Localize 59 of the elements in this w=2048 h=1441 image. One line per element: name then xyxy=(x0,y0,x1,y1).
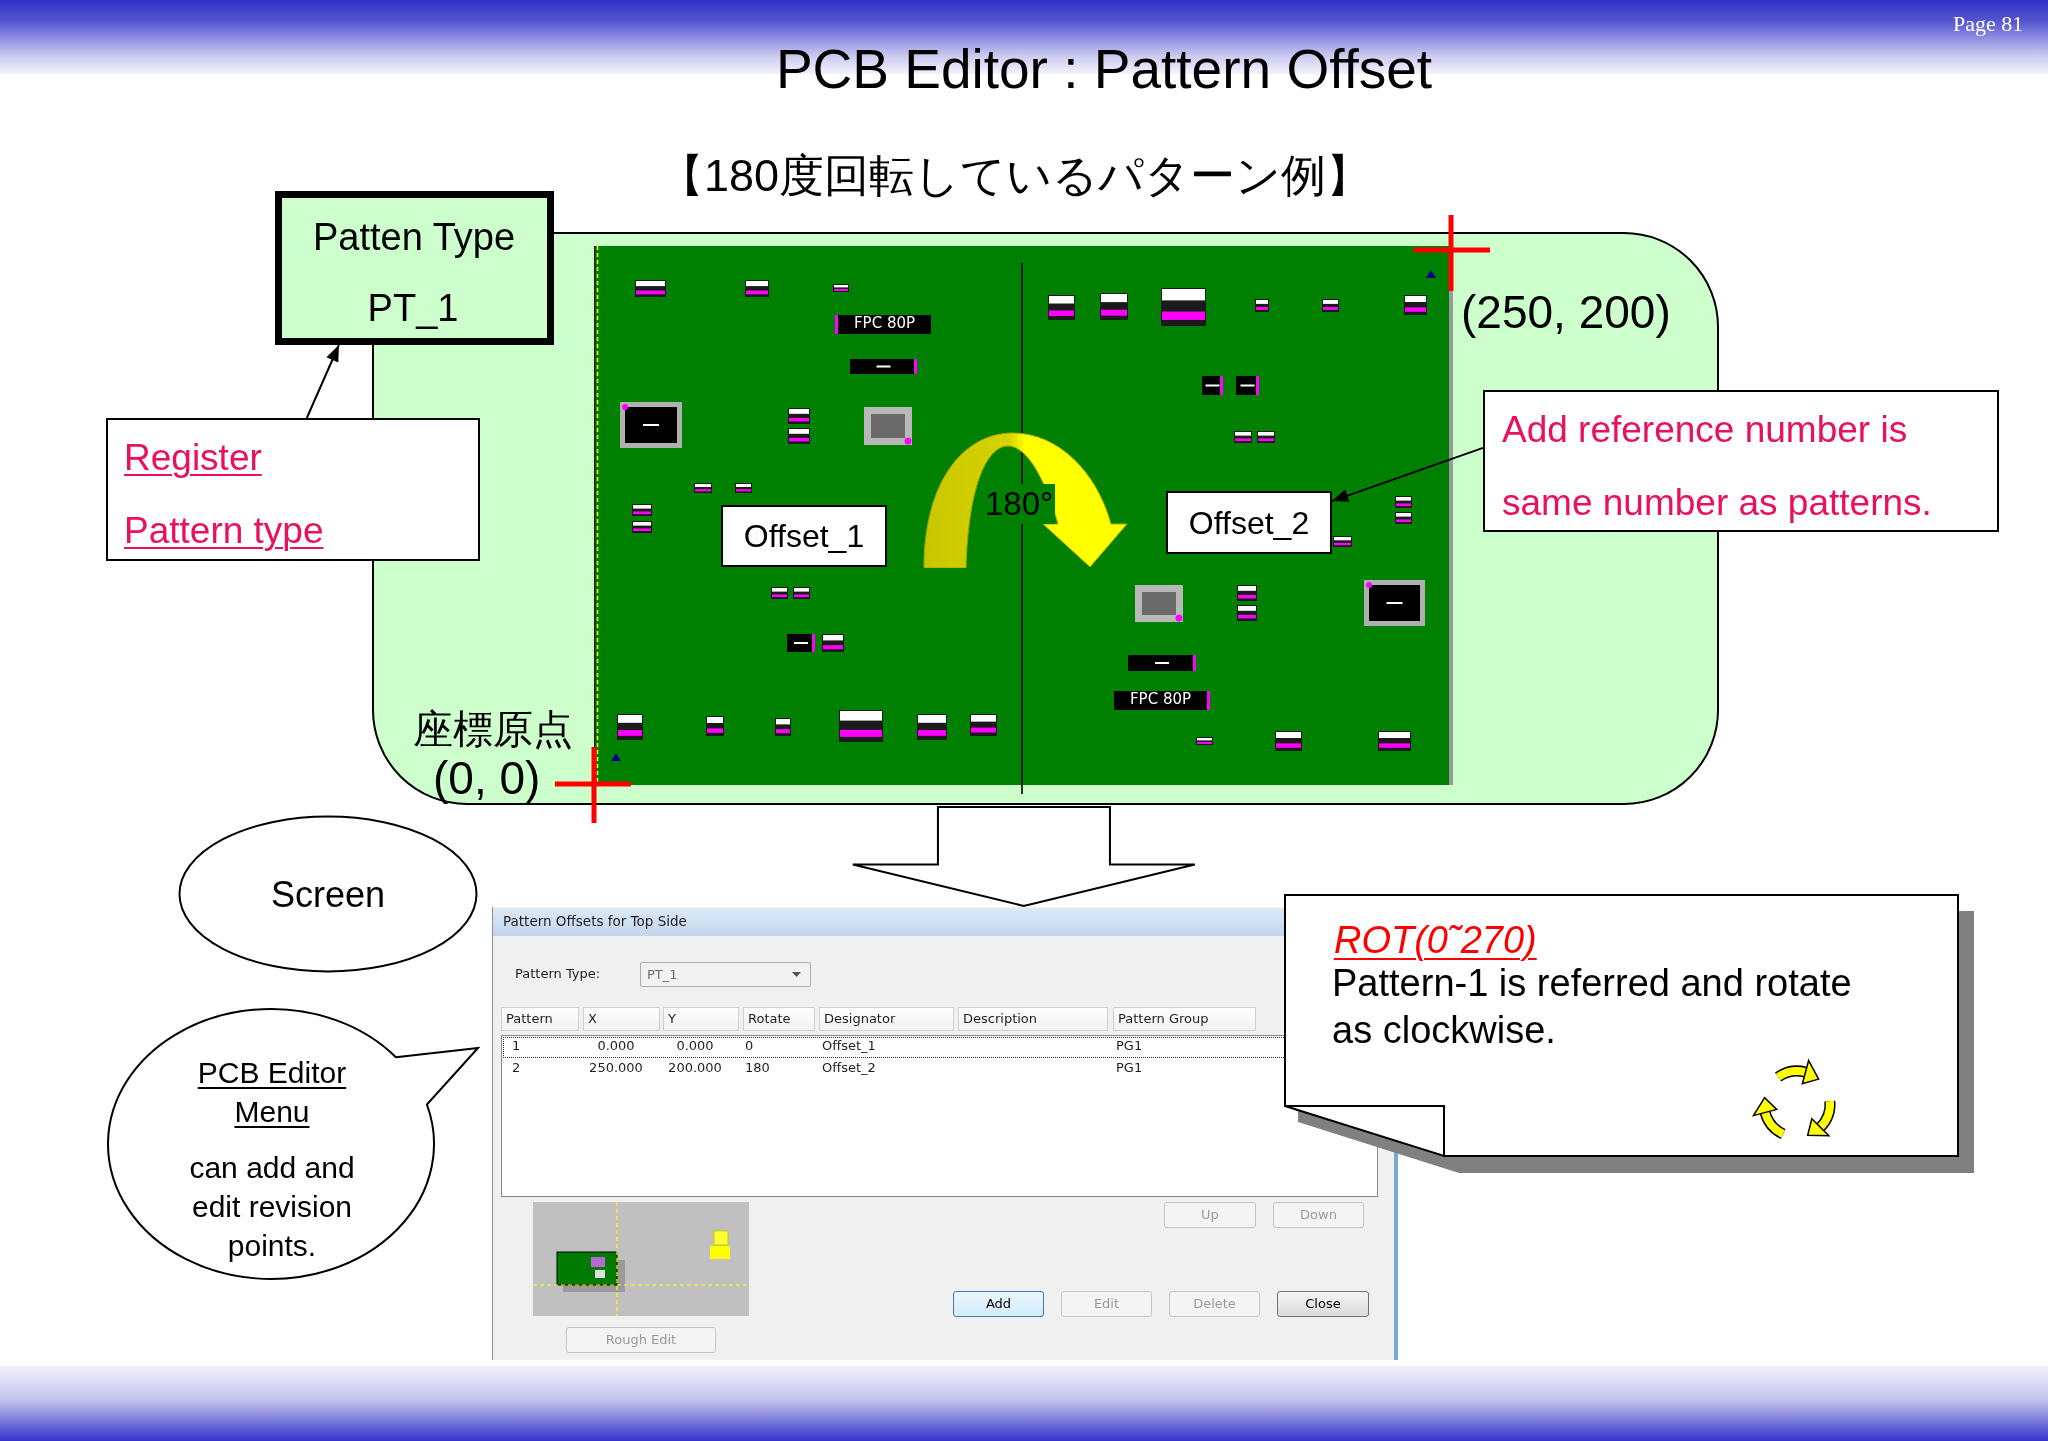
label-box xyxy=(721,505,887,567)
table-cell: 250.000 xyxy=(589,1060,643,1076)
table-cell: 200.000 xyxy=(668,1060,722,1076)
oval-shape xyxy=(178,815,478,973)
column-header: Pattern xyxy=(501,1007,579,1031)
box-text: PT_1 xyxy=(367,286,459,331)
rough-edit-button: Rough Edit xyxy=(566,1327,716,1353)
box-text: Patten Type xyxy=(312,215,516,260)
note-heading: ROT(0˜270) xyxy=(1334,918,1537,963)
edit-button: Edit xyxy=(1061,1291,1152,1317)
arrow xyxy=(305,344,340,419)
table-cell: PG1 xyxy=(1116,1060,1143,1076)
subtitle: 【180度回転しているパターン例】 xyxy=(658,149,1372,203)
close-button: Close xyxy=(1277,1291,1369,1317)
up-button: Up xyxy=(1164,1202,1256,1228)
note-text: Pattern-1 is referred and rotate as clockwise. xyxy=(1332,961,1853,1053)
page-number: Page 81 xyxy=(1953,11,2024,37)
coordinate-label: (250, 200) xyxy=(1461,284,1671,340)
oval-text: Screen xyxy=(270,872,386,916)
part-label: FPC 80P xyxy=(835,315,931,334)
box-text: Offset_2 xyxy=(1188,503,1310,542)
block-arrow xyxy=(851,806,1196,908)
column-header: Designator xyxy=(819,1007,954,1031)
title: PCB Editor : Pattern Offset xyxy=(775,37,1433,102)
column-header: Description xyxy=(958,1007,1108,1031)
label-box xyxy=(1166,491,1332,554)
column-header: Pattern Group xyxy=(1113,1007,1256,1031)
down-button: Down xyxy=(1273,1202,1364,1228)
table-cell: 2 xyxy=(512,1060,521,1076)
callout-box xyxy=(106,418,480,561)
callout-text: Add reference number is same number as patterns. xyxy=(1502,408,1933,525)
window-title: Pattern Offsets for Top Side xyxy=(503,913,687,929)
part-label: FPC 80P xyxy=(1114,691,1210,710)
table-cell: Offset_2 xyxy=(822,1060,876,1076)
delete-button: Delete xyxy=(1169,1291,1260,1317)
box-text: Offset_1 xyxy=(743,517,865,555)
origin-label: 座標原点 xyxy=(413,706,573,753)
callout-text: Register Pattern type xyxy=(124,436,325,553)
column-header: X xyxy=(583,1007,660,1031)
bubble-heading: PCB Editor Menu xyxy=(196,1055,348,1130)
table-cell: 0 xyxy=(745,1038,754,1054)
bubble-text: can add and edit revision points. xyxy=(188,1150,356,1264)
coordinate-label: (0, 0) xyxy=(433,750,541,806)
table-cell: 1 xyxy=(512,1038,521,1054)
column-header: Y xyxy=(663,1007,739,1031)
table-cell: 0.000 xyxy=(676,1038,714,1054)
table-cell: Offset_1 xyxy=(822,1038,876,1054)
note-box xyxy=(1284,894,1975,1173)
callout-box xyxy=(1483,390,1999,532)
speech-bubble xyxy=(106,1007,480,1282)
table-cell: 0.000 xyxy=(597,1038,635,1054)
add-button: Add xyxy=(953,1291,1044,1317)
table-cell: 180 xyxy=(745,1060,770,1076)
field-label: Pattern Type: xyxy=(515,966,601,982)
column-header: Rotate xyxy=(743,1007,815,1031)
dropdown-field: PT_1 xyxy=(640,962,811,987)
label-box xyxy=(275,191,554,345)
table-cell: PG1 xyxy=(1116,1038,1143,1054)
arrow xyxy=(1331,446,1484,503)
